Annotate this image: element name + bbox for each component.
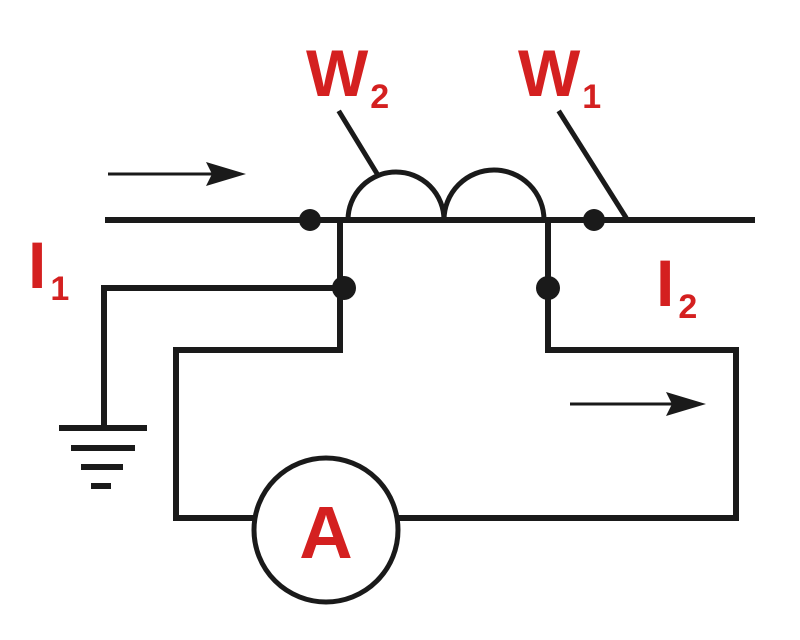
ground-symbol-icon xyxy=(59,425,147,489)
right-tap-wire xyxy=(395,217,739,521)
ammeter-ring xyxy=(251,455,401,605)
arrow-right-icon xyxy=(570,392,706,416)
label-w1-sub: 1 xyxy=(582,78,601,116)
coil-winding xyxy=(345,167,547,221)
junction-node-right-top xyxy=(583,209,605,231)
ammeter-label: A xyxy=(299,491,352,574)
label-w2: W2 xyxy=(306,36,389,116)
arrow-right-icon xyxy=(108,162,246,186)
label-w2-sub: 2 xyxy=(370,78,389,116)
label-w1: W1 xyxy=(518,36,601,116)
w2-brush-line xyxy=(336,109,380,176)
label-i2-main: I xyxy=(656,246,674,320)
junction-node-right-tap xyxy=(536,276,560,300)
w1-brush-line xyxy=(556,109,629,220)
junction-node-left-tap xyxy=(332,276,356,300)
label-w2-main: W xyxy=(306,36,369,110)
junction-node-left-top xyxy=(299,209,321,231)
label-w1-main: W xyxy=(518,36,581,110)
ammeter: A xyxy=(251,455,401,605)
label-i1-main: I xyxy=(28,228,46,302)
label-i1-sub: 1 xyxy=(50,270,69,308)
label-i2-sub: 2 xyxy=(678,288,697,326)
ground-lead xyxy=(101,285,347,431)
left-tap-wire xyxy=(173,217,343,521)
